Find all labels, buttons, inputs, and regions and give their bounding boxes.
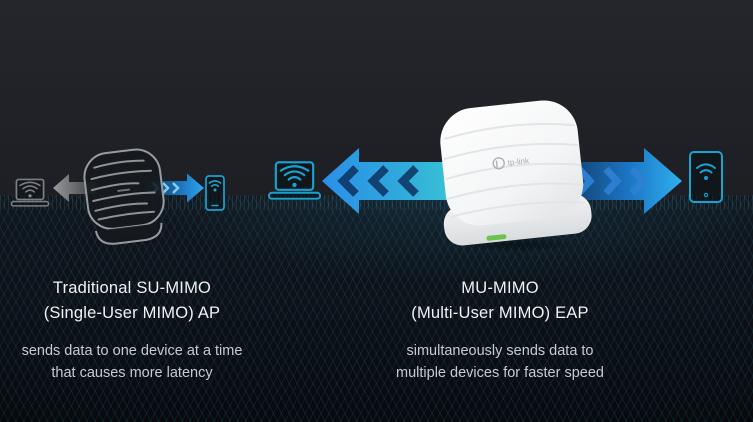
su-mimo-heading-line2: (Single-User MIMO) AP [43,304,221,322]
tablet-wifi-icon [689,151,723,203]
access-point-outline-icon [83,148,165,245]
su-mimo-text-column: Traditional SU-MIMO (Single-User MIMO) A… [6,276,258,384]
laptop-wifi-icon [10,178,50,207]
eap-access-point-icon: tp-link [440,100,592,246]
mu-mimo-heading-line2: (Multi-User MIMO) EAP [411,304,589,322]
traditional-ap-device [78,144,173,250]
smartphone-wifi-icon [205,175,225,211]
mu-mimo-eap-device: tp-link [421,92,604,259]
mu-mimo-desc-line2: multiple devices for faster speed [396,365,604,381]
su-mimo-desc-line1: sends data to one device at a time [21,343,243,359]
served-tablet [689,151,723,203]
served-smartphone [205,175,225,211]
mu-mimo-desc-line1: simultaneously sends data to [406,343,594,359]
served-laptop [267,160,322,202]
mu-mimo-heading-line1: MU-MIMO [461,279,539,297]
waiting-laptop [10,178,50,208]
su-mimo-heading-line1: Traditional SU-MIMO [52,279,212,297]
su-mimo-desc-line2: that causes more latency [51,365,213,381]
mu-mimo-text-column: MU-MIMO (Multi-User MIMO) EAP simultaneo… [374,276,626,384]
laptop-wifi-icon [267,161,322,200]
